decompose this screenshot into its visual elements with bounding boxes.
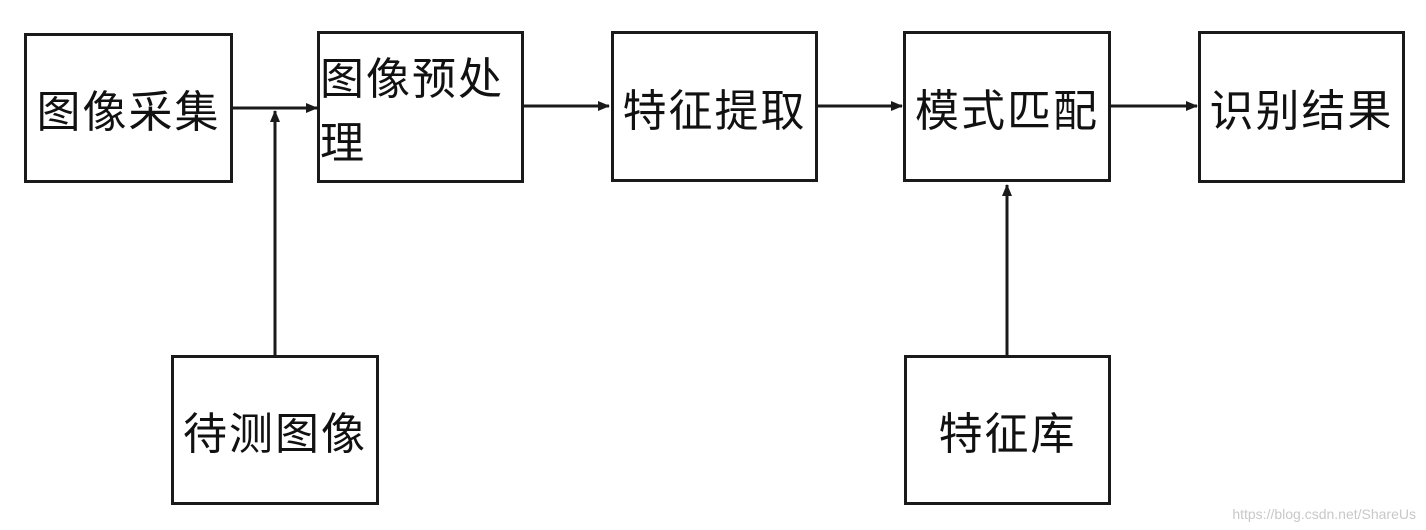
node-pattern-matching: 模式匹配 — [903, 31, 1111, 182]
node-image-acquisition: 图像采集 — [24, 33, 233, 183]
node-feature-extraction-label: 特征提取 — [622, 85, 807, 137]
node-recognition-result: 识别结果 — [1198, 31, 1405, 183]
node-recognition-result-label: 识别结果 — [1209, 86, 1394, 137]
watermark-url: https://blog.csdn.net/ShareUs — [1232, 506, 1416, 522]
node-feature-database: 特征库 — [904, 355, 1111, 505]
node-image-acquisition-label: 图像采集 — [36, 87, 221, 138]
node-test-image-label: 待测图像 — [183, 409, 367, 460]
node-image-preprocessing: 图像预处理 — [317, 31, 524, 183]
node-image-preprocessing-label: 图像预处理 — [320, 54, 504, 169]
node-feature-database-label: 特征库 — [938, 409, 1077, 460]
node-pattern-matching-label: 模式匹配 — [915, 85, 1099, 137]
node-feature-extraction: 特征提取 — [611, 31, 818, 182]
node-test-image: 待测图像 — [171, 355, 379, 505]
